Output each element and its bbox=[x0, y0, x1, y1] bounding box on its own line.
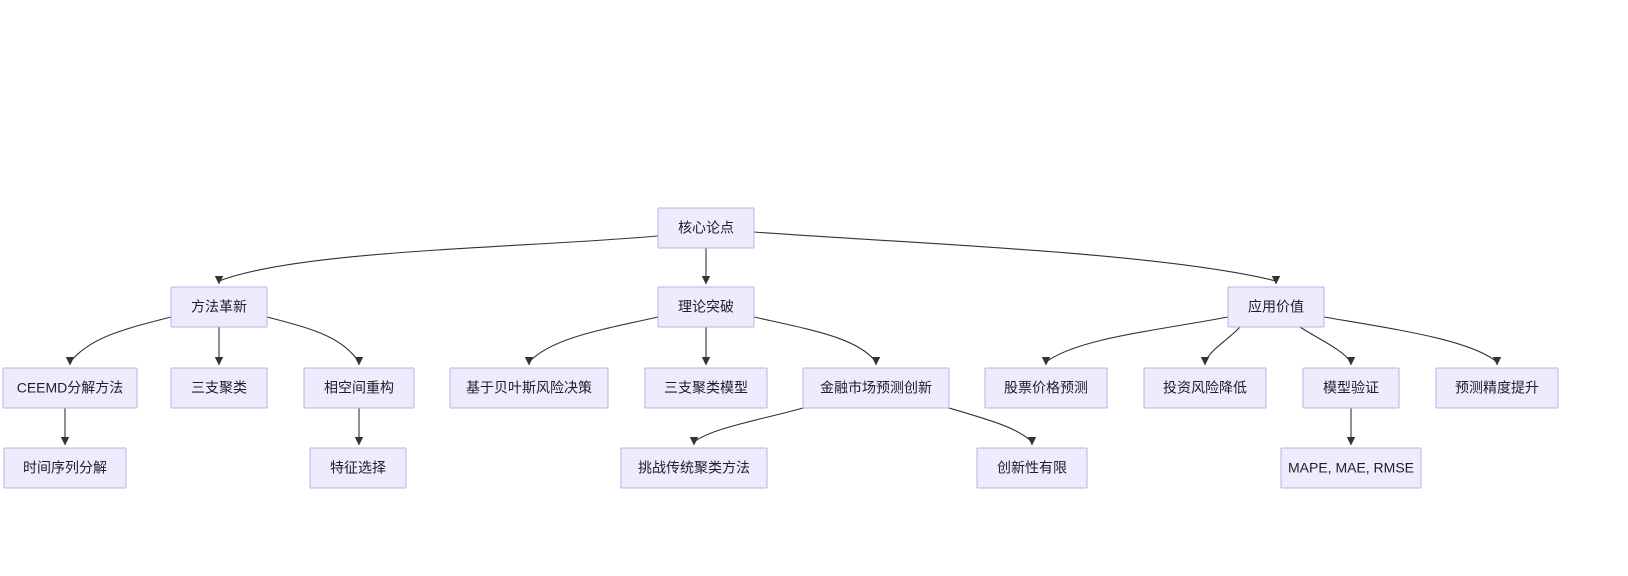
node-box-n3c1 bbox=[1280, 447, 1422, 489]
node-box-n2 bbox=[657, 286, 755, 328]
node-n3c1[interactable]: MAPE, MAE, RMSE bbox=[1280, 447, 1422, 489]
edge-n3-to-n3b bbox=[1204, 326, 1241, 363]
edge-n1-to-n1a bbox=[69, 316, 172, 363]
edge-n2-to-n2a bbox=[528, 316, 659, 363]
node-n3[interactable]: 应用价值 bbox=[1227, 286, 1325, 328]
node-label-n3c: 模型验证 bbox=[1323, 380, 1379, 396]
node-box-n1c bbox=[303, 367, 415, 409]
node-box-n1 bbox=[170, 286, 268, 328]
node-label-n1c1: 特征选择 bbox=[330, 460, 386, 476]
node-label-n1b: 三支聚类 bbox=[191, 380, 247, 396]
arrowhead-n3c-to-n3c1 bbox=[1346, 437, 1356, 446]
node-label-n3d: 预测精度提升 bbox=[1455, 380, 1539, 396]
node-label-n2a: 基于贝叶斯风险决策 bbox=[466, 380, 592, 396]
node-label-n2b: 三支聚类模型 bbox=[664, 380, 748, 396]
node-n3d[interactable]: 预测精度提升 bbox=[1435, 367, 1559, 409]
node-n3c[interactable]: 模型验证 bbox=[1302, 367, 1400, 409]
edge-n3-to-n3a bbox=[1045, 316, 1229, 363]
node-label-n2c2: 创新性有限 bbox=[997, 460, 1067, 476]
node-label-n2: 理论突破 bbox=[678, 299, 734, 315]
node-n2a[interactable]: 基于贝叶斯风险决策 bbox=[449, 367, 609, 409]
node-box-n3b bbox=[1143, 367, 1267, 409]
node-box-n3a bbox=[984, 367, 1108, 409]
edge-n1-to-n1c bbox=[266, 316, 360, 363]
arrowhead-n2c-to-n2c1 bbox=[689, 437, 699, 446]
node-box-n1a bbox=[2, 367, 138, 409]
node-n1a[interactable]: CEEMD分解方法 bbox=[2, 367, 138, 409]
arrowhead-n3-to-n3b bbox=[1200, 357, 1210, 366]
node-n1c1[interactable]: 特征选择 bbox=[309, 447, 407, 489]
node-n3b[interactable]: 投资风险降低 bbox=[1143, 367, 1267, 409]
node-box-root bbox=[657, 207, 755, 249]
node-n2c1[interactable]: 挑战传统聚类方法 bbox=[620, 447, 768, 489]
node-label-n1a1: 时间序列分解 bbox=[23, 460, 107, 476]
edge-n3-to-n3d bbox=[1323, 316, 1498, 363]
edge-n2c-to-n2c2 bbox=[948, 407, 1033, 443]
node-label-n3c1: MAPE, MAE, RMSE bbox=[1288, 460, 1414, 476]
arrowhead-n2c-to-n2c2 bbox=[1027, 437, 1037, 446]
node-root[interactable]: 核心论点 bbox=[657, 207, 755, 249]
node-n1a1[interactable]: 时间序列分解 bbox=[3, 447, 127, 489]
node-label-n1a: CEEMD分解方法 bbox=[17, 380, 124, 396]
edges-layer bbox=[60, 231, 1502, 446]
arrowhead-root-to-n2 bbox=[701, 276, 711, 285]
node-n3a[interactable]: 股票价格预测 bbox=[984, 367, 1108, 409]
node-label-n1c: 相空间重构 bbox=[324, 380, 394, 396]
arrowhead-n3-to-n3d bbox=[1492, 357, 1502, 366]
node-n1[interactable]: 方法革新 bbox=[170, 286, 268, 328]
node-n2c2[interactable]: 创新性有限 bbox=[976, 447, 1088, 489]
node-label-n3: 应用价值 bbox=[1248, 299, 1304, 315]
node-box-n1a1 bbox=[3, 447, 127, 489]
node-label-n3a: 股票价格预测 bbox=[1004, 380, 1088, 396]
node-label-root: 核心论点 bbox=[678, 220, 734, 236]
arrowhead-root-to-n1 bbox=[214, 276, 224, 285]
arrowhead-n2-to-n2c bbox=[871, 357, 881, 366]
edge-n2-to-n2c bbox=[753, 316, 877, 363]
arrowhead-n1a-to-n1a1 bbox=[60, 437, 70, 446]
edge-root-to-n1 bbox=[218, 235, 659, 282]
node-n1c[interactable]: 相空间重构 bbox=[303, 367, 415, 409]
node-label-n3b: 投资风险降低 bbox=[1163, 380, 1247, 396]
arrowhead-root-to-n3 bbox=[1271, 276, 1281, 285]
node-n1b[interactable]: 三支聚类 bbox=[170, 367, 268, 409]
node-box-n3d bbox=[1435, 367, 1559, 409]
edge-n3-to-n3c bbox=[1299, 326, 1352, 363]
node-box-n2a bbox=[449, 367, 609, 409]
node-n2[interactable]: 理论突破 bbox=[657, 286, 755, 328]
arrowhead-n3-to-n3a bbox=[1041, 357, 1051, 366]
edge-root-to-n3 bbox=[753, 231, 1277, 282]
arrowhead-n2-to-n2a bbox=[524, 357, 534, 366]
arrowhead-n1-to-n1c bbox=[354, 357, 364, 366]
node-label-n2c: 金融市场预测创新 bbox=[820, 380, 932, 396]
edge-n2c-to-n2c1 bbox=[693, 407, 804, 443]
node-n2c[interactable]: 金融市场预测创新 bbox=[802, 367, 950, 409]
arrowhead-n1-to-n1b bbox=[214, 357, 224, 366]
node-box-n2c1 bbox=[620, 447, 768, 489]
node-label-n2c1: 挑战传统聚类方法 bbox=[638, 460, 750, 476]
node-box-n2c2 bbox=[976, 447, 1088, 489]
arrowhead-n3-to-n3c bbox=[1346, 357, 1356, 366]
node-box-n1c1 bbox=[309, 447, 407, 489]
node-label-n1: 方法革新 bbox=[191, 299, 247, 315]
arrowhead-n1-to-n1a bbox=[65, 357, 75, 366]
arrowhead-n1c-to-n1c1 bbox=[354, 437, 364, 446]
node-box-n3c bbox=[1302, 367, 1400, 409]
node-box-n2c bbox=[802, 367, 950, 409]
node-box-n3 bbox=[1227, 286, 1325, 328]
arrowhead-n2-to-n2b bbox=[701, 357, 711, 366]
node-box-n1b bbox=[170, 367, 268, 409]
node-n2b[interactable]: 三支聚类模型 bbox=[644, 367, 768, 409]
node-box-n2b bbox=[644, 367, 768, 409]
